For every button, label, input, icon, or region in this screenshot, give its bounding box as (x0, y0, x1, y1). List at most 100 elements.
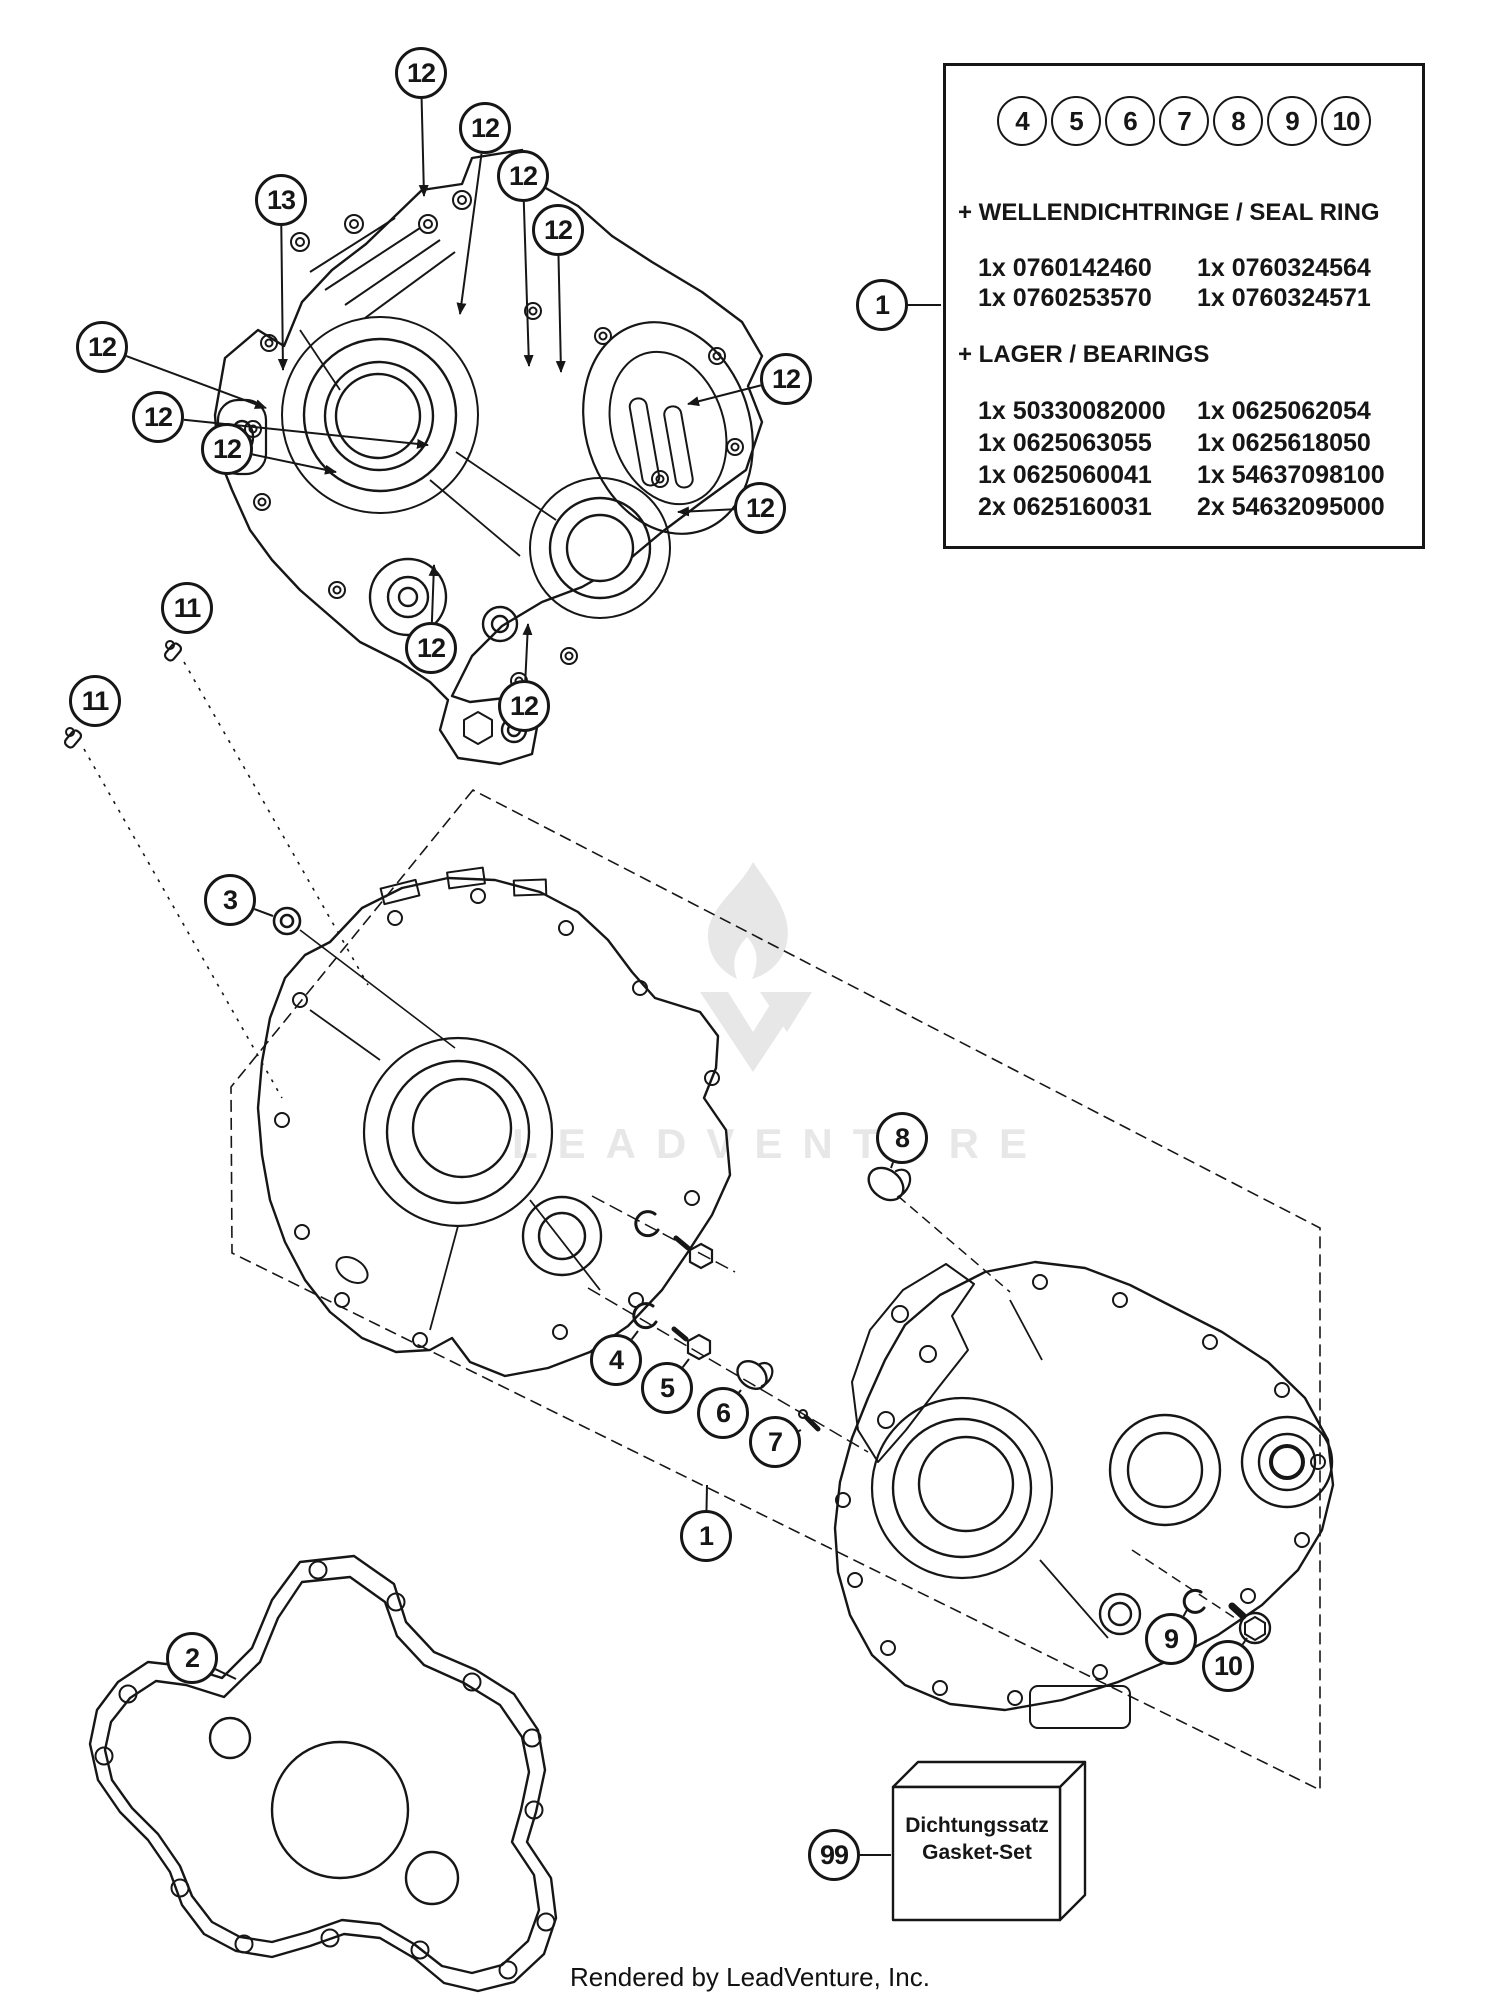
construction-lines (83, 661, 1239, 1621)
gasket-set-label-en: Gasket-Set (922, 1841, 1032, 1864)
callout-12[interactable]: 12 (132, 391, 184, 443)
callout-13[interactable]: 13 (255, 174, 307, 226)
part-number: 1x 50330082000 (978, 397, 1166, 425)
leader-line (890, 1162, 894, 1169)
part-number-row: 1x 0625063055 1x 0625618050 (946, 429, 1422, 457)
callout-number: 12 (509, 690, 539, 721)
callout-12[interactable]: 12 (760, 353, 812, 405)
leader-line (252, 453, 337, 475)
leader-line (677, 506, 735, 517)
callout-number: 12 (416, 632, 446, 663)
leadventure-watermark: LEADVENTURE (512, 862, 1047, 1167)
part-number-row: 1x 0760142460 1x 0760324564 (946, 254, 1422, 282)
callout-12[interactable]: 12 (497, 150, 549, 202)
callout-number: 9 (1163, 1623, 1179, 1654)
part-number: 1x 0760324571 (1197, 284, 1371, 312)
crankcase-left-half-drawing (256, 866, 732, 1378)
callout-number: 7 (767, 1426, 783, 1457)
part-number: 2x 0625160031 (978, 493, 1152, 521)
callout-number: 5 (659, 1372, 675, 1403)
part-number: 1x 0760253570 (978, 284, 1152, 312)
part-number-row: 1x 50330082000 1x 0625062054 (946, 397, 1422, 425)
callout-number: 12 (406, 57, 436, 88)
callout-8[interactable]: 8 (876, 1112, 928, 1164)
callout-number: 12 (745, 492, 775, 523)
ref-circle-7[interactable]: 7 (1159, 96, 1209, 146)
callout-number: 1 (874, 289, 890, 320)
ref-circle-6[interactable]: 6 (1105, 96, 1155, 146)
seal-ring-section-title: + WELLENDICHTRINGE / SEAL RING (958, 199, 1380, 226)
leader-line (705, 1484, 708, 1511)
callout-10[interactable]: 10 (1202, 1640, 1254, 1692)
reference-callout-row: 4 5 6 7 8 9 10 (946, 96, 1422, 146)
part-number: 1x 0760324564 (1197, 254, 1371, 282)
callout-number: 13 (266, 184, 296, 215)
ref-circle-5[interactable]: 5 (1051, 96, 1101, 146)
callout-1[interactable]: 1 (856, 279, 908, 331)
callout-number: 12 (771, 363, 801, 394)
callout-5[interactable]: 5 (641, 1362, 693, 1414)
callout-12[interactable]: 12 (201, 423, 253, 475)
leader-line (522, 623, 533, 681)
crankcase-top-drawing (213, 148, 764, 766)
crankcase-right-half-drawing (833, 1260, 1335, 1729)
callout-number: 6 (715, 1397, 731, 1428)
callout-4[interactable]: 4 (590, 1334, 642, 1386)
gasket-drawing (88, 1554, 558, 1993)
callout-12[interactable]: 12 (76, 321, 128, 373)
callout-11[interactable]: 11 (161, 582, 213, 634)
leader-line (1182, 1607, 1189, 1617)
leader-line (456, 153, 483, 315)
leader-line (126, 355, 267, 409)
leader-line (428, 564, 439, 623)
callout-1[interactable]: 1 (680, 1510, 732, 1562)
leader-line (681, 1358, 690, 1368)
callout-number: 4 (608, 1344, 624, 1375)
callout-number: 12 (508, 160, 538, 191)
leader-line (630, 1330, 639, 1340)
callout-2[interactable]: 2 (166, 1632, 218, 1684)
small-parts (63, 640, 1272, 1645)
part-number-row: 1x 0625060041 1x 54637098100 (946, 461, 1422, 489)
bearings-section-title: + LAGER / BEARINGS (958, 341, 1210, 368)
part-number: 1x 0760142460 (978, 254, 1152, 282)
callout-12[interactable]: 12 (532, 204, 584, 256)
leader-line (254, 908, 274, 917)
gasket-set-label-de: Dichtungssatz (905, 1814, 1049, 1837)
callout-12[interactable]: 12 (405, 622, 457, 674)
ref-circle-4[interactable]: 4 (997, 96, 1047, 146)
callout-6[interactable]: 6 (697, 1387, 749, 1439)
callout-number: 12 (143, 401, 173, 432)
callout-12[interactable]: 12 (459, 102, 511, 154)
callout-12[interactable]: 12 (498, 680, 550, 732)
part-number: 1x 0625062054 (1197, 397, 1371, 425)
callout-number: 1 (698, 1520, 714, 1551)
callout-number: 10 (1213, 1650, 1243, 1681)
ref-circle-10[interactable]: 10 (1321, 96, 1371, 146)
callout-number: 12 (212, 433, 242, 464)
part-number: 2x 54632095000 (1197, 493, 1385, 521)
callout-11[interactable]: 11 (69, 675, 121, 727)
callout-12[interactable]: 12 (395, 47, 447, 99)
callout-number: 2 (184, 1642, 200, 1673)
part-number: 1x 0625060041 (978, 461, 1152, 489)
callout-number: 8 (894, 1122, 910, 1153)
callout-7[interactable]: 7 (749, 1416, 801, 1468)
callout-3[interactable]: 3 (204, 874, 256, 926)
dowel-pin-part (163, 640, 183, 662)
callout-number: 12 (87, 331, 117, 362)
leader-line (418, 98, 429, 197)
callout-number: 12 (543, 214, 573, 245)
ref-circle-8[interactable]: 8 (1213, 96, 1263, 146)
callout-12[interactable]: 12 (734, 482, 786, 534)
dowel-pin-part (63, 727, 83, 749)
callout-99[interactable]: 99 (808, 1829, 860, 1881)
callout-number: 11 (81, 685, 110, 716)
callout-9[interactable]: 9 (1145, 1613, 1197, 1665)
callout-number: 3 (222, 884, 238, 915)
watermark-text: LEADVENTURE (512, 1120, 1047, 1167)
ref-circle-9[interactable]: 9 (1267, 96, 1317, 146)
gasket-set-label: Dichtungssatz Gasket-Set (896, 1812, 1058, 1866)
assembly-boundary (230, 788, 1321, 1792)
